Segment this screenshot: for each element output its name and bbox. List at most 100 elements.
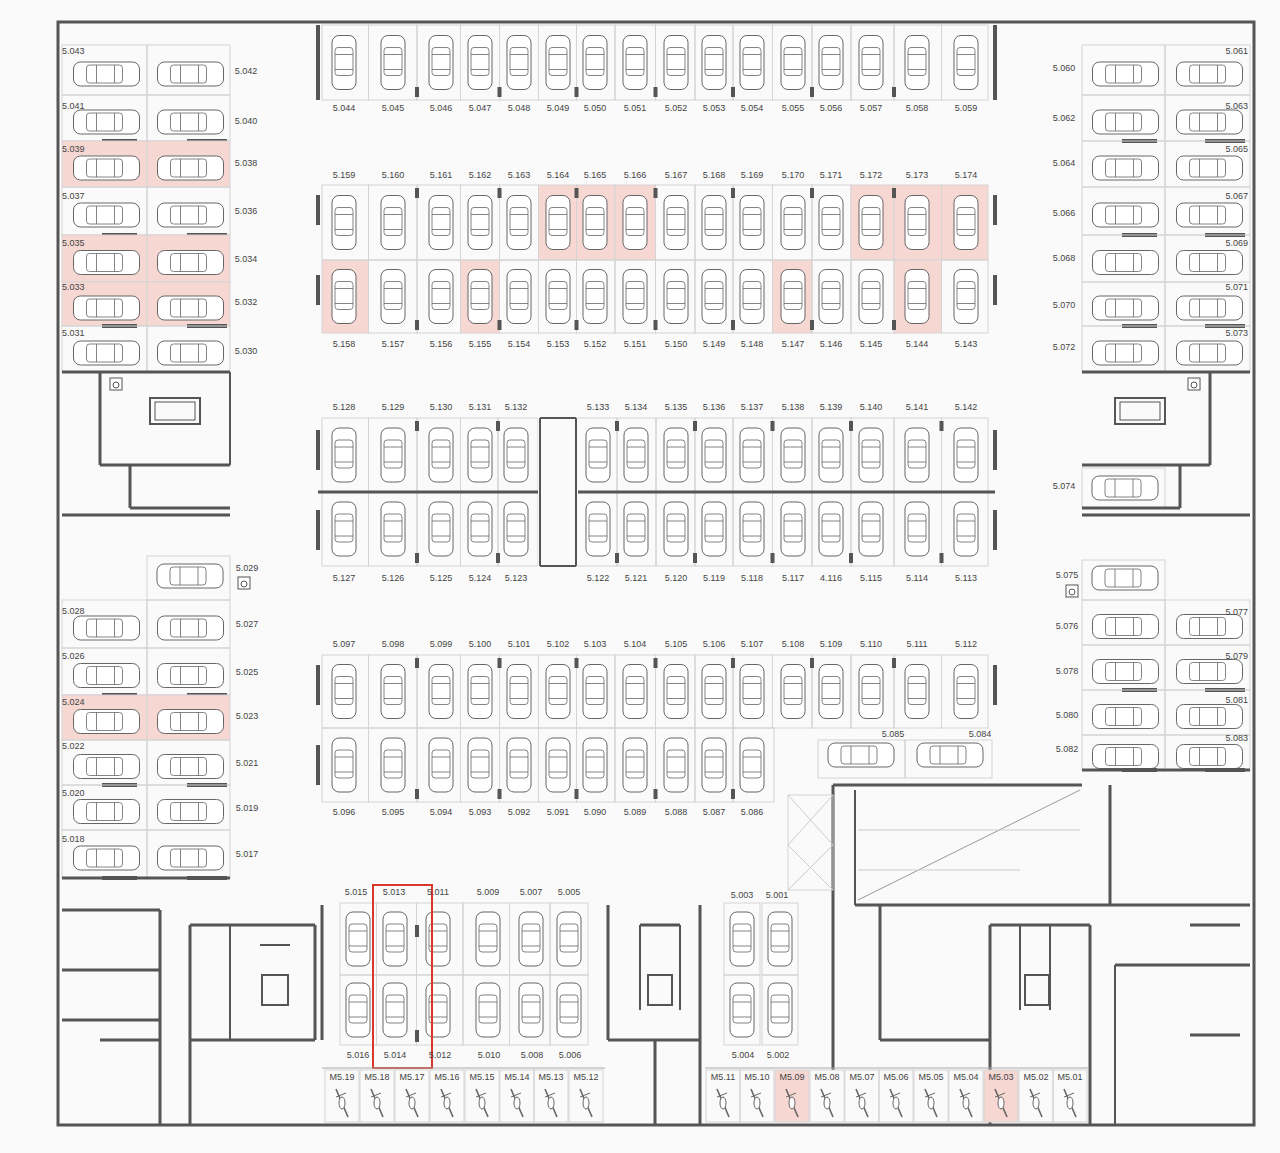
parking-cell (500, 728, 539, 802)
wall-line (993, 430, 997, 470)
parking-cell (322, 655, 369, 728)
parking-spot-number: 5.121 (625, 574, 648, 583)
parking-cell (1165, 45, 1250, 95)
parking-cell (810, 1070, 844, 1122)
wall-line (1133, 344, 1134, 362)
wall-line (180, 113, 181, 131)
wall-line (96, 206, 97, 224)
wall-line (957, 54, 975, 55)
car-icon (957, 514, 975, 542)
wall-line (627, 536, 645, 537)
car-icon (507, 440, 525, 468)
moto-spot-number: M5.09 (779, 1073, 804, 1082)
wall-line (441, 1093, 451, 1097)
pillar (415, 1030, 419, 1042)
wall-line (335, 536, 353, 537)
wall-line (667, 229, 685, 230)
car-icon (335, 677, 353, 705)
parking-spot-number: 5.001 (766, 891, 789, 900)
car-icon (1106, 159, 1142, 177)
car-icon (1106, 65, 1142, 83)
car-icon (74, 341, 140, 365)
wall-line (479, 1017, 497, 1018)
car-icon (1105, 569, 1141, 587)
parking-cell (733, 492, 773, 566)
parking-cell (812, 185, 851, 260)
car-icon (335, 750, 353, 778)
wall-line (180, 206, 181, 224)
wall-line (1133, 299, 1134, 317)
moto-icon (548, 1097, 554, 1109)
wall-line (705, 683, 723, 684)
wall-line (1109, 785, 1112, 905)
wall-line (384, 521, 402, 522)
wall-line (384, 462, 402, 463)
moto-spot-number: M5.08 (814, 1073, 839, 1082)
car-icon (667, 282, 685, 310)
parking-cell (417, 728, 461, 802)
wall-line (586, 69, 604, 70)
wall-line (510, 288, 528, 289)
wall-line (336, 1093, 346, 1097)
parking-cell (461, 492, 499, 566)
car-icon (510, 282, 528, 310)
car-icon (381, 36, 405, 90)
accessible-sign (1191, 382, 1197, 388)
wall-line (626, 757, 644, 758)
accessible-sign (113, 382, 119, 388)
parking-spot-number: 5.161 (430, 171, 453, 180)
parking-spot-number: 5.010 (478, 1051, 501, 1060)
pillar (575, 658, 579, 668)
parking-cell (534, 1070, 568, 1122)
parking-spot-number: 5.094 (430, 808, 453, 817)
wall-line (1115, 618, 1116, 636)
wall-line (386, 931, 404, 932)
accessible-sign (1188, 378, 1200, 390)
wall-line (743, 683, 761, 684)
wall-line (432, 772, 450, 773)
wall-line (1115, 159, 1116, 177)
parking-cell (340, 903, 377, 975)
car-icon (705, 750, 723, 778)
parking-spot-number: 5.155 (469, 340, 492, 349)
parking-cell (773, 25, 813, 100)
wall-line (335, 214, 353, 215)
pillar (654, 789, 658, 799)
parking-cell (733, 260, 773, 333)
wall-line (784, 214, 802, 215)
parking-spot-number: 5.105 (665, 640, 688, 649)
parking-cell (812, 492, 851, 566)
car-icon (74, 800, 140, 824)
wall-line (743, 698, 761, 699)
wall-line (856, 1093, 866, 1097)
car-icon (822, 48, 840, 76)
parking-cell (812, 260, 851, 333)
parking-cell (62, 141, 147, 187)
parking-cell (724, 975, 760, 1045)
car-icon (1177, 296, 1243, 320)
parking-spot-number: 5.077 (1225, 608, 1248, 617)
outer-wall (58, 22, 1254, 1125)
parking-cell (322, 492, 369, 566)
parking-spot-number: 5.138 (782, 403, 805, 412)
parking-cell (656, 185, 696, 260)
car-icon (1093, 660, 1159, 684)
parking-cell (147, 740, 230, 785)
wall-line (476, 1093, 486, 1097)
wall-line (743, 69, 761, 70)
moto-icon (479, 1097, 485, 1109)
car-icon (87, 159, 123, 177)
parking-spot-number: 5.133 (587, 403, 610, 412)
car-icon (1106, 618, 1142, 636)
wall-line (114, 713, 115, 731)
wall-line (771, 931, 789, 932)
wall-line (432, 54, 450, 55)
car-icon (702, 738, 726, 792)
moto-spot-number: M5.13 (538, 1073, 563, 1082)
wall-line (1217, 344, 1218, 362)
car-icon (468, 196, 492, 250)
parking-cell (851, 655, 894, 728)
parking-cell (851, 25, 894, 100)
parking-spot-number: 5.160 (382, 171, 405, 180)
pillar (810, 658, 814, 668)
